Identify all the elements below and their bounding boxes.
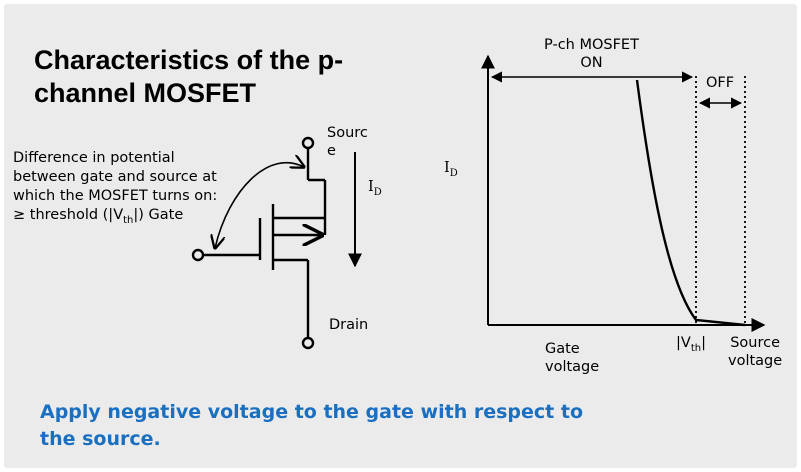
- gate-terminal: [191, 248, 205, 262]
- threshold-description: Difference in potential between gate and…: [13, 149, 228, 230]
- source-label-line2: e: [327, 143, 336, 159]
- x-gate-line1: Gate: [545, 341, 580, 357]
- description-text-end: |) Gate: [133, 207, 184, 223]
- graph-ylabel-main: I: [444, 160, 450, 176]
- page-title: Characteristics of the p-channel MOSFET: [34, 45, 344, 108]
- mosfet-symbol: [191, 136, 327, 350]
- current-label-main: I: [368, 179, 374, 195]
- vth-right: |: [701, 335, 706, 351]
- on-label-line2: ON: [580, 55, 603, 71]
- on-label-line1: P-ch MOSFET: [544, 37, 639, 53]
- graph-axes: [481, 54, 766, 332]
- x-source-voltage-label: Source voltage: [728, 334, 782, 370]
- x-source-line2: voltage: [728, 353, 783, 369]
- diagram-drawing: [191, 54, 766, 350]
- x-gate-line2: voltage: [545, 359, 600, 375]
- graph-ylabel: ID: [444, 159, 458, 183]
- footer-note: Apply negative voltage to the gate with …: [40, 401, 583, 450]
- id-curve: [635, 79, 746, 327]
- x-source-line1: Source: [730, 335, 780, 351]
- current-label-sub: D: [373, 186, 382, 198]
- source-label-line1: Sourc: [327, 125, 368, 141]
- current-label: ID: [368, 178, 382, 202]
- slide-panel: Characteristics of the p-channel MOSFET …: [4, 4, 797, 468]
- gate-source-arrow: [215, 163, 304, 248]
- drain-label: Drain: [329, 317, 369, 333]
- source-label: Sourc e: [327, 124, 368, 160]
- x-gate-voltage-label: Gate voltage: [545, 340, 599, 376]
- off-region-label: OFF: [706, 75, 735, 91]
- vth-sub: th: [690, 342, 702, 354]
- description-subscript: th: [123, 214, 134, 226]
- description-text: Difference in potential between gate and…: [13, 150, 218, 223]
- graph-ylabel-sub: D: [449, 167, 458, 179]
- drain-terminal: [301, 336, 315, 350]
- source-terminal: [301, 136, 315, 150]
- on-region-label: P-ch MOSFET ON: [524, 36, 659, 72]
- vth-left: |V: [676, 335, 691, 351]
- vth-tick-label: |Vth|: [676, 334, 706, 358]
